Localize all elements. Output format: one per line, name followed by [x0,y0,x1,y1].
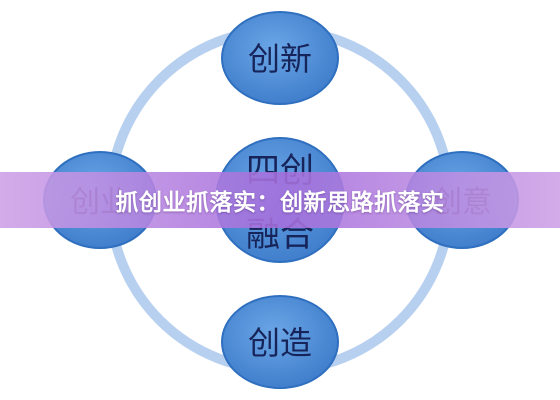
banner-title: 抓创业抓落实：创新思路抓落实 [115,190,445,216]
top-node: 创新 [221,11,339,105]
title-banner: 抓创业抓落实：创新思路抓落实 [0,172,560,228]
bottom-node: 创造 [221,295,339,389]
top-node-label: 创新 [248,40,312,78]
bottom-node-label: 创造 [248,324,312,362]
